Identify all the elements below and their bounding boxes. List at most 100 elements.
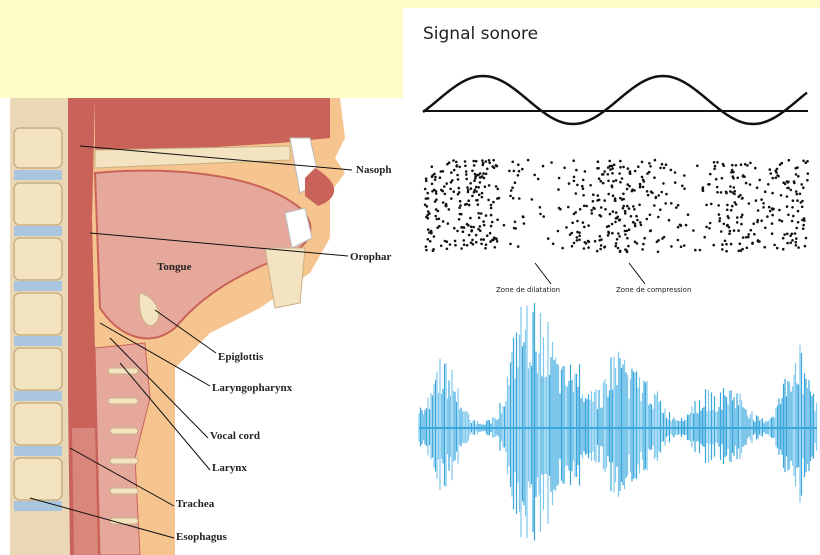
particle-dot: [432, 248, 435, 251]
particle-dot: [573, 242, 576, 245]
sine-wave: [423, 76, 807, 124]
particle-dot: [797, 246, 800, 249]
particle-dot: [771, 177, 774, 180]
particle-dot: [550, 161, 553, 164]
particle-dot: [624, 233, 627, 236]
particle-dot: [617, 232, 620, 235]
particle-dot: [431, 190, 434, 193]
particle-dot: [591, 212, 594, 215]
particle-dot: [434, 176, 437, 179]
particle-dot: [600, 244, 603, 247]
particle-dot: [490, 225, 493, 228]
particle-dot: [651, 192, 654, 195]
particle-dot: [513, 170, 516, 173]
particle-dot: [802, 160, 805, 163]
particle-dot: [442, 201, 445, 204]
particle-dot: [471, 195, 474, 198]
particle-dot: [431, 165, 434, 168]
particle-dot: [484, 185, 487, 188]
particle-dot: [607, 234, 610, 237]
particle-dot: [771, 214, 774, 217]
particle-dot: [801, 206, 804, 209]
particle-dot: [608, 160, 611, 163]
particle-dot: [795, 237, 798, 240]
particle-dot: [437, 210, 440, 213]
particle-dot: [649, 165, 652, 168]
particle-dot: [740, 163, 743, 166]
particle-dot: [492, 159, 495, 162]
particle-dot: [492, 201, 495, 204]
particle-dot: [661, 237, 664, 240]
particle-dot: [789, 234, 792, 237]
particle-dot: [746, 247, 749, 250]
particle-dot: [782, 248, 785, 251]
particle-dot: [736, 221, 739, 224]
particle-dot: [453, 169, 456, 172]
particle-dot: [495, 185, 498, 188]
particle-dot: [568, 182, 571, 185]
particle-dot: [457, 193, 460, 196]
particle-dot: [496, 218, 499, 221]
particle-dot: [800, 183, 803, 186]
particle-dot: [442, 220, 445, 223]
particle-dot: [664, 202, 667, 205]
particle-dot: [425, 249, 428, 252]
particle-dot: [518, 170, 521, 173]
particle-dot: [557, 230, 560, 233]
particle-dot: [677, 204, 680, 207]
particle-dot: [468, 234, 471, 237]
particle-dot: [640, 224, 643, 227]
particle-dot: [769, 210, 772, 213]
particle-dot: [807, 172, 810, 175]
particle-dot: [661, 163, 664, 166]
particle-dot: [435, 190, 438, 193]
particle-dot: [458, 187, 461, 190]
particle-dot: [433, 235, 436, 238]
particle-dot: [648, 162, 651, 165]
particle-dot: [630, 215, 633, 218]
particle-dot: [434, 215, 437, 218]
particle-dot: [482, 172, 485, 175]
particle-dot: [571, 245, 574, 248]
particle-dot: [611, 172, 614, 175]
particle-dot: [440, 170, 443, 173]
particle-dot: [444, 193, 447, 196]
particle-dot: [731, 169, 734, 172]
particle-dot: [585, 205, 588, 208]
particle-dot: [742, 236, 745, 239]
particle-dot: [475, 160, 478, 163]
particle-dot: [607, 166, 610, 169]
particle-dot: [735, 203, 738, 206]
particle-dot: [465, 170, 468, 173]
particle-dot: [557, 188, 560, 191]
particle-dot: [632, 205, 635, 208]
signal-drawing: [403, 8, 820, 555]
throat-anatomy-illustration: Nasoph Orophar Tongue Epiglottis Laryngo…: [0, 98, 403, 555]
particle-dot: [622, 166, 625, 169]
particle-dot: [452, 159, 455, 162]
particle-dot: [736, 177, 739, 180]
particle-dot: [611, 186, 614, 189]
particle-dot: [726, 204, 729, 207]
particle-dot: [575, 192, 578, 195]
particle-dot: [674, 181, 677, 184]
particle-dot: [480, 243, 483, 246]
particle-dot: [722, 163, 725, 166]
particle-dot: [668, 219, 671, 222]
particle-dot: [735, 164, 738, 167]
particle-dot: [795, 190, 798, 193]
particle-dot: [638, 204, 641, 207]
particle-dot: [657, 251, 660, 254]
particle-dot: [741, 197, 744, 200]
particle-dot: [713, 161, 716, 164]
particle-dot: [631, 188, 634, 191]
particle-dot: [578, 231, 581, 234]
particle-dot: [450, 197, 453, 200]
particle-dot: [732, 175, 735, 178]
particle-dot: [771, 192, 774, 195]
particle-dot: [517, 174, 520, 177]
particle-dot: [542, 165, 545, 168]
particle-dot: [460, 247, 463, 250]
particle-dot: [583, 205, 586, 208]
particle-dot: [470, 187, 473, 190]
